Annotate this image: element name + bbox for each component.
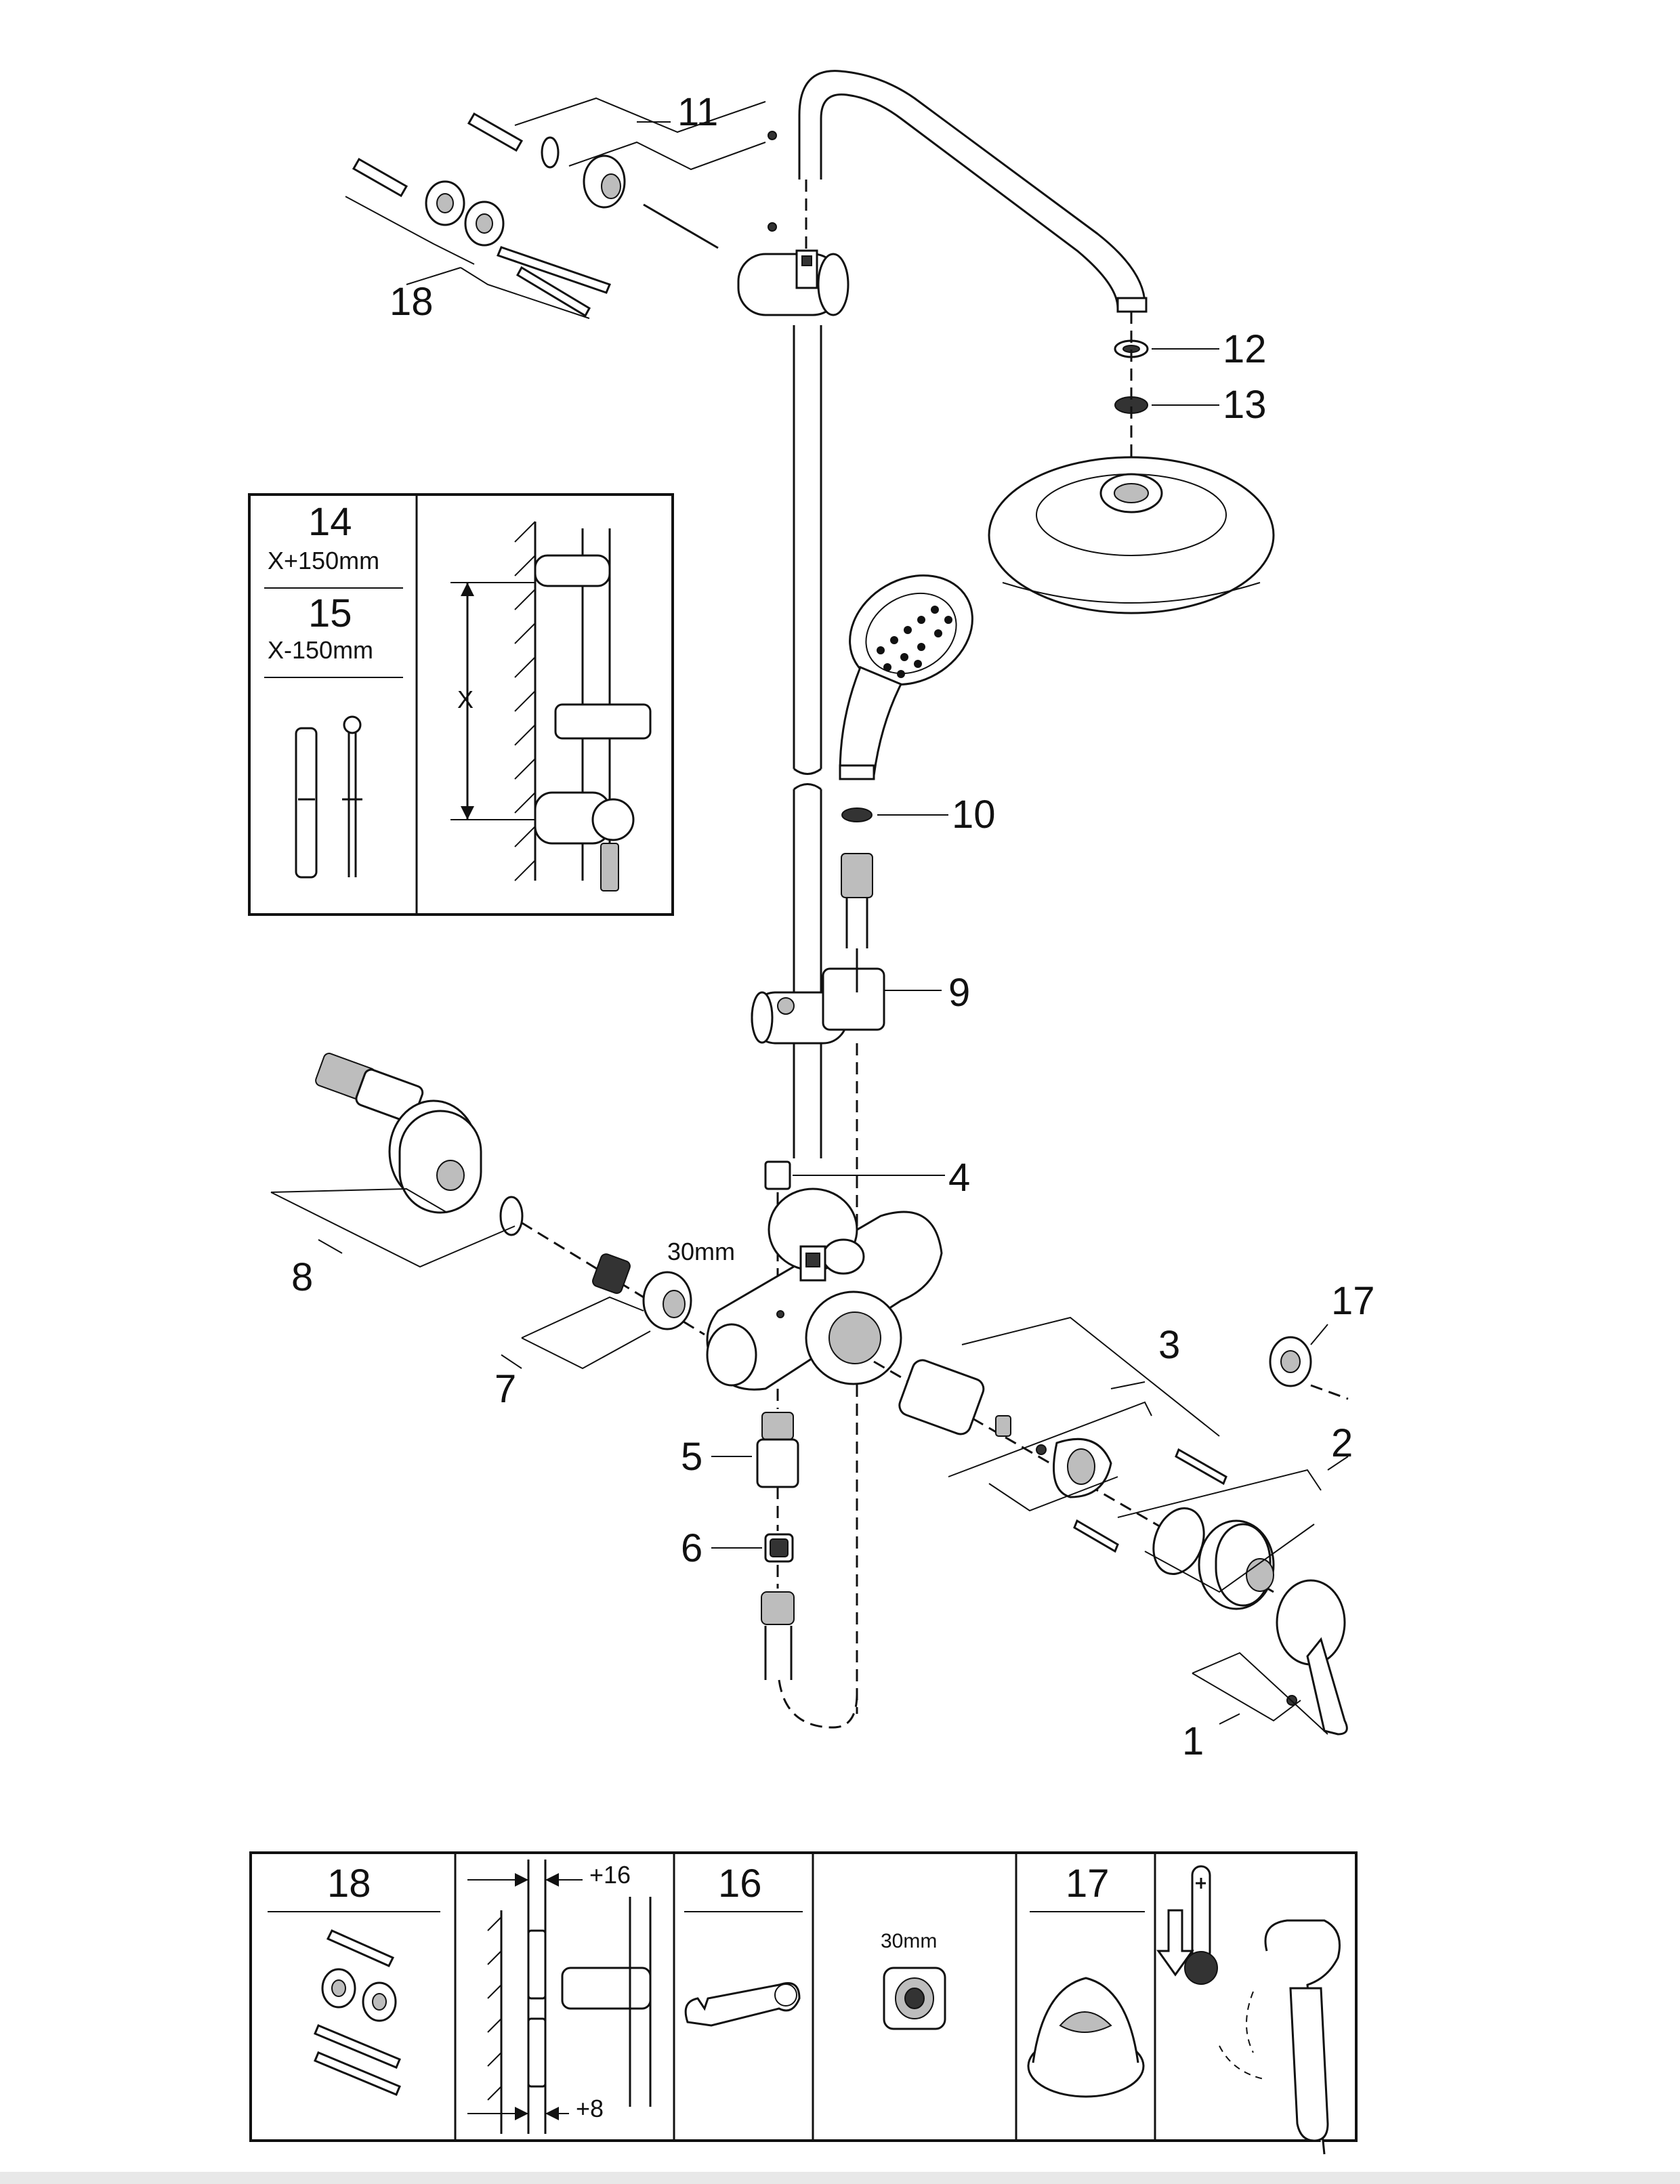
- callout-8: 8: [291, 1255, 313, 1299]
- callout-2: 2: [1331, 1421, 1353, 1465]
- height-adjustment-box: 14 X+150mm 15 X-150mm X: [248, 493, 674, 916]
- callout-17: 17: [1331, 1279, 1375, 1323]
- item-14-dimension: X+150mm: [268, 547, 379, 574]
- wall-mount-parts-11: 11 18: [345, 90, 777, 324]
- callout-13: 13: [1223, 383, 1267, 427]
- panel-18-label: 18: [327, 1862, 371, 1906]
- panel-17-label: 17: [1066, 1862, 1110, 1906]
- diverter-parts-5-6: 5 6: [681, 1389, 799, 1680]
- callout-4: 4: [948, 1156, 970, 1200]
- top-wall-bracket: [737, 249, 849, 316]
- offset-plus-8: +8: [576, 2095, 604, 2122]
- hand-shower: 10: [839, 574, 996, 948]
- item-15-dimension: X-150mm: [268, 636, 373, 664]
- item-14-label: 14: [308, 500, 352, 544]
- nut-size-label: 30mm: [881, 1930, 937, 1952]
- callout-9: 9: [948, 971, 970, 1015]
- height-x-label: X: [457, 686, 474, 713]
- shower-hose: [778, 948, 858, 1729]
- overhead-shower: 12 13: [988, 312, 1275, 614]
- callout-18: 18: [390, 280, 434, 324]
- panel-16-label: 16: [718, 1862, 762, 1906]
- thermostat-mixer-body: 4: [706, 1156, 970, 1391]
- callout-11: 11: [677, 90, 718, 134]
- size-label-30mm: 30mm: [667, 1238, 735, 1265]
- hand-shower-holder-9: 9: [751, 967, 970, 1045]
- offset-plus-16: +16: [589, 1861, 631, 1889]
- callout-10: 10: [952, 793, 996, 837]
- item-15-label: 15: [308, 591, 352, 635]
- callout-1: 1: [1182, 1719, 1204, 1763]
- connection-nut-7: 30mm 7: [495, 1238, 735, 1411]
- page-footer-strip: [0, 2172, 1680, 2184]
- callout-3: 3: [1158, 1323, 1180, 1367]
- shower-riser: [793, 70, 1148, 1158]
- callout-5: 5: [681, 1435, 702, 1479]
- callout-7: 7: [495, 1367, 516, 1411]
- wall-connector-8: 8: [270, 1053, 705, 1336]
- bottom-info-panel: 18 +16 +8 16: [249, 1851, 1358, 2155]
- callout-6: 6: [681, 1526, 702, 1570]
- callout-12: 12: [1223, 327, 1267, 371]
- cartridge-and-handle: 3 2 1 17: [873, 1279, 1375, 1763]
